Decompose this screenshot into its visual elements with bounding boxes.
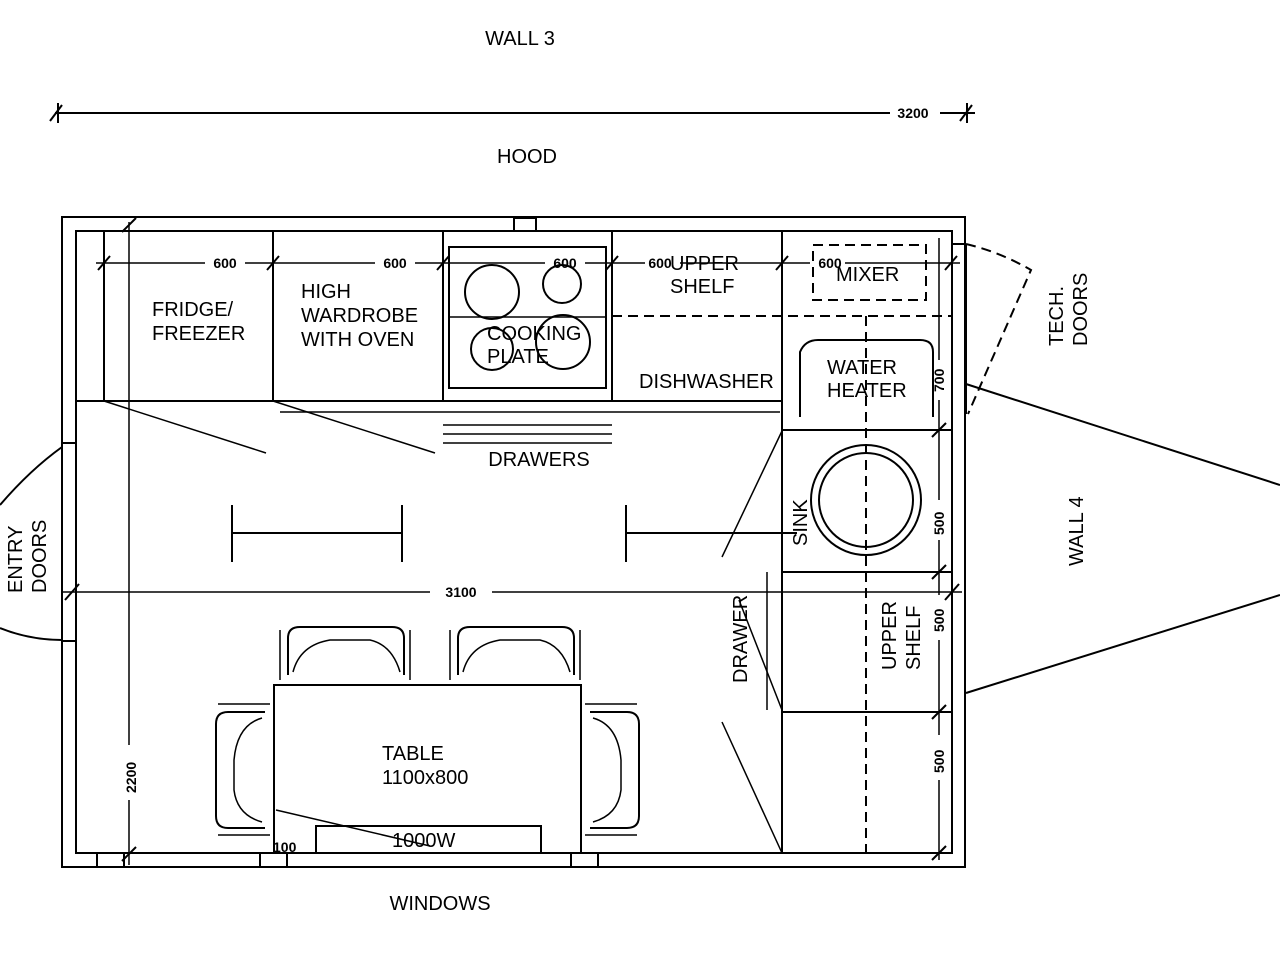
table-label-line-1: TABLE — [382, 743, 444, 765]
cooking-plate-label-line-2: PLATE — [487, 346, 549, 368]
module-3-dimension: 600 — [553, 255, 577, 271]
windows-label: WINDOWS — [389, 893, 490, 915]
entry-doors-label-line-1: ENTRY — [5, 526, 27, 593]
cooking-plate-label-line-1: COOKING — [487, 323, 581, 345]
wardrobe-label-line-3: WITH OVEN — [301, 329, 414, 351]
fridge-label-line-2: FREEZER — [152, 323, 245, 345]
tech-doors: TECH. DOORS — [952, 243, 1092, 415]
wardrobe-label-line-1: HIGH — [301, 281, 351, 303]
small-dimension-text: 100 — [273, 839, 297, 855]
tech-doors-label-line-2: DOORS — [1070, 273, 1092, 346]
heater-label: 1000W — [392, 830, 455, 852]
upper-shelf-top-label-line-1: UPPER — [670, 253, 739, 275]
upper-shelf-right-label-line-1: UPPER — [879, 601, 901, 670]
module-4-dimension: 600 — [648, 255, 672, 271]
wall-4-lines: WALL 4 — [965, 383, 1280, 694]
right-dimension-4: 500 — [931, 749, 947, 773]
dining-set: TABLE 1100x800 1000W 100 — [215, 626, 640, 855]
wall-4-label: WALL 4 — [1066, 496, 1088, 566]
overall-width-text: 3200 — [897, 105, 928, 121]
kitchen-counter — [76, 231, 952, 853]
drawer-label: DRAWER — [730, 595, 752, 683]
entry-doors-label-line-2: DOORS — [29, 520, 51, 593]
height-dimension-text: 2200 — [123, 762, 139, 793]
wardrobe-label-line-2: WARDROBE — [301, 305, 418, 327]
mixer-label: MIXER — [836, 264, 899, 286]
module-dimension-line: 600 600 600 600 600 — [96, 255, 960, 271]
dishwasher-label: DISHWASHER — [639, 371, 774, 393]
overall-width-dimension: 3200 — [49, 103, 975, 123]
tech-doors-label-line-1: TECH. — [1046, 286, 1068, 346]
left-vertical-dimension: 2200 — [121, 217, 139, 865]
module-5-dimension: 600 — [818, 255, 842, 271]
clearance-markers — [231, 505, 797, 562]
module-1-dimension: 600 — [213, 255, 237, 271]
upper-shelf-top-label-line-2: SHELF — [670, 276, 734, 298]
water-heater-label-line-1: WATER — [827, 357, 897, 379]
right-dimension-2: 500 — [931, 511, 947, 535]
water-heater-label-line-2: HEATER — [827, 380, 907, 402]
right-side-units: SINK DRAWER UPPER SHELF — [721, 316, 952, 854]
wall-3-label: WALL 3 — [485, 28, 555, 50]
inner-width-text: 3100 — [445, 584, 476, 600]
sink-label: SINK — [790, 499, 812, 546]
right-vertical-dimension: 700 500 500 500 — [931, 238, 947, 861]
right-dimension-1: 700 — [931, 368, 947, 392]
inner-width-dimension: 3100 — [62, 583, 962, 601]
entry-doors: ENTRY DOORS — [0, 442, 76, 642]
water-heater: WATER HEATER — [799, 339, 934, 417]
drawers-label: DRAWERS — [488, 449, 589, 471]
upper-shelf-right-label-line-2: SHELF — [903, 606, 925, 670]
module-2-dimension: 600 — [383, 255, 407, 271]
fridge-label-line-1: FRIDGE/ — [152, 299, 234, 321]
hood-label: HOOD — [497, 146, 557, 168]
drawers: DRAWERS — [103, 400, 780, 471]
table-label-line-2: 1100x800 — [382, 767, 468, 789]
windows — [96, 852, 599, 868]
right-dimension-3: 500 — [931, 608, 947, 632]
